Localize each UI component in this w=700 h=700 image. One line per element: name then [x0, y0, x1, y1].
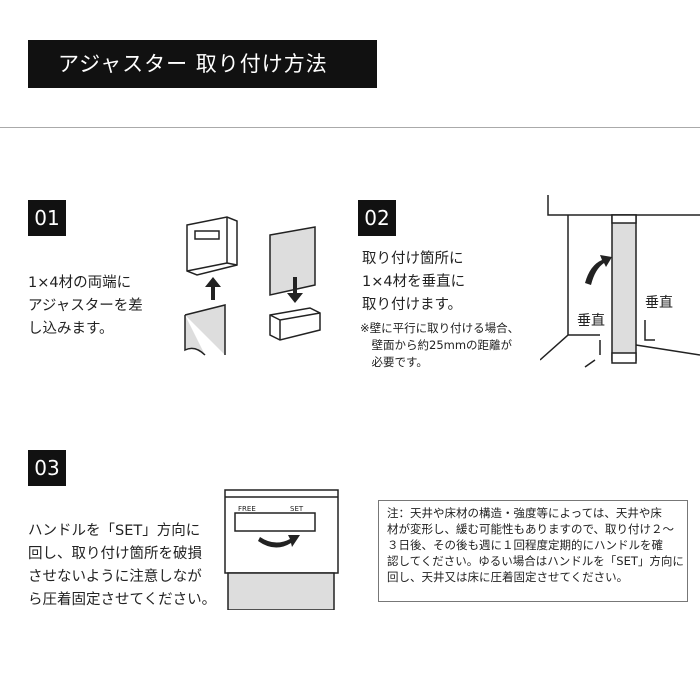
divider: [0, 127, 700, 128]
step-03-number: 03: [28, 450, 66, 486]
caution-box: 注：天井や床材の構造・強度等によっては、天井や床 材が変形し、緩む可能性もありま…: [378, 500, 688, 602]
step-03-illustration: FREE SET: [224, 489, 339, 610]
step-02-note: ※壁に平行に取り付ける場合、 壁面から約25mmの距離が 必要です。: [360, 321, 520, 369]
step-01-text: 1×4材の両端に アジャスターを差 し込みます。: [28, 275, 143, 337]
step-01-number: 01: [28, 200, 66, 236]
free-label: FREE: [238, 505, 256, 513]
step-02-text: 取り付け箇所に 1×4材を垂直に 取り付けます。: [362, 251, 466, 313]
step-02-number: 02: [358, 200, 396, 236]
set-label: SET: [290, 505, 304, 513]
page-title: アジャスター 取り付け方法: [28, 40, 377, 88]
vertical-label-left: 垂直: [577, 313, 605, 329]
step-03-text: ハンドルを「SET」方向に 回し、取り付け箇所を破損 させないように注意しなが …: [28, 523, 217, 608]
step-02-illustration: [540, 195, 700, 368]
vertical-label-right: 垂直: [645, 295, 673, 311]
step-01-illustration: [184, 216, 321, 356]
